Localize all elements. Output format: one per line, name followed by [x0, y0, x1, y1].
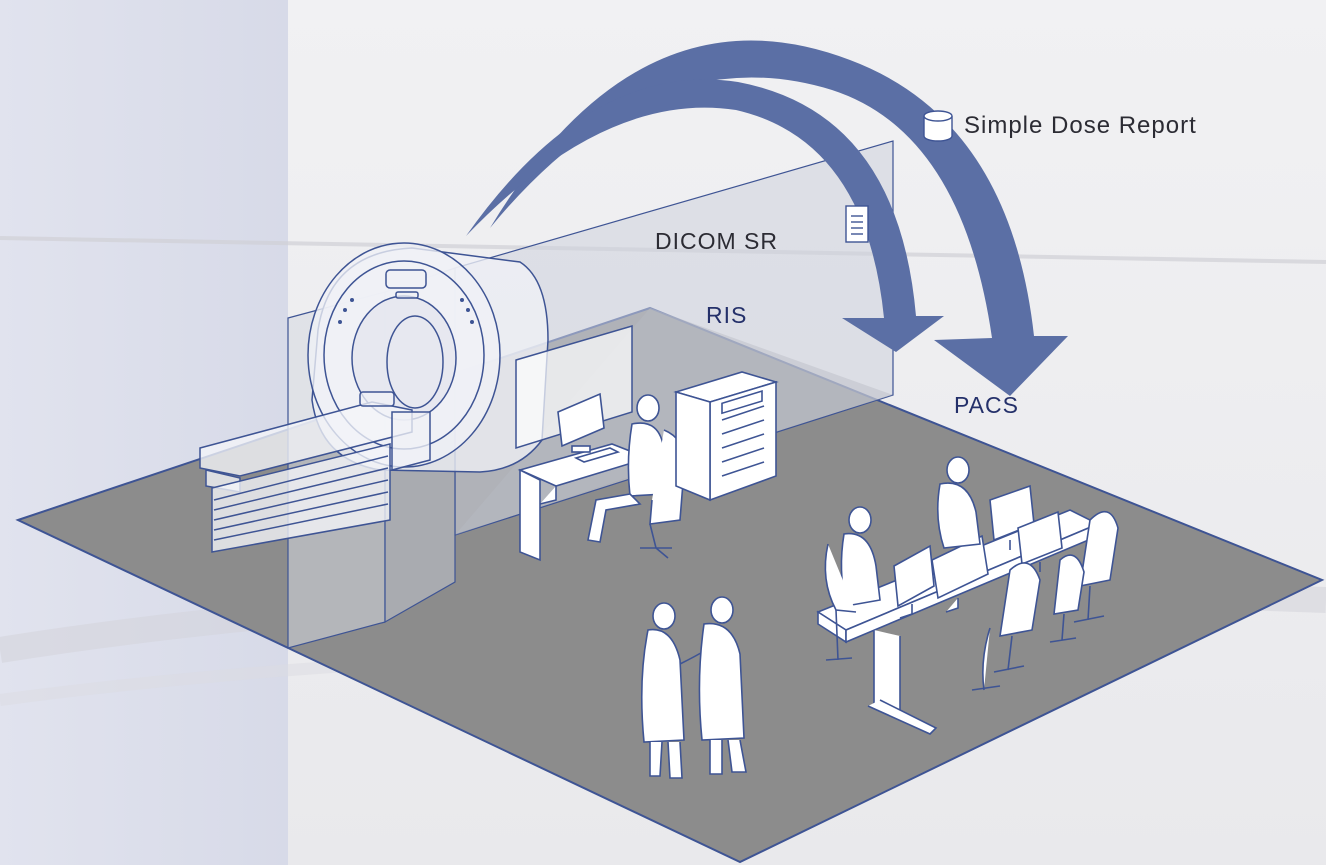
dicom-sr-label: DICOM SR	[655, 228, 778, 254]
reading-room-chairs	[824, 510, 1119, 691]
ct-scanner	[199, 242, 549, 553]
cabinet	[673, 371, 779, 502]
standing-doctors	[640, 596, 747, 779]
dicom-sr-arrow-arc	[466, 79, 944, 353]
operator-seated	[587, 394, 686, 559]
background-left-panel	[0, 0, 288, 865]
database-cylinder-icon	[923, 110, 953, 142]
simple-dose-report-label: Simple Dose Report	[964, 112, 1197, 139]
ris-label: RIS	[706, 302, 748, 328]
reading-room-staff	[840, 456, 981, 607]
document-icon	[845, 205, 869, 243]
pacs-label: PACS	[954, 392, 1019, 418]
ct-gantry-dots	[338, 298, 474, 324]
